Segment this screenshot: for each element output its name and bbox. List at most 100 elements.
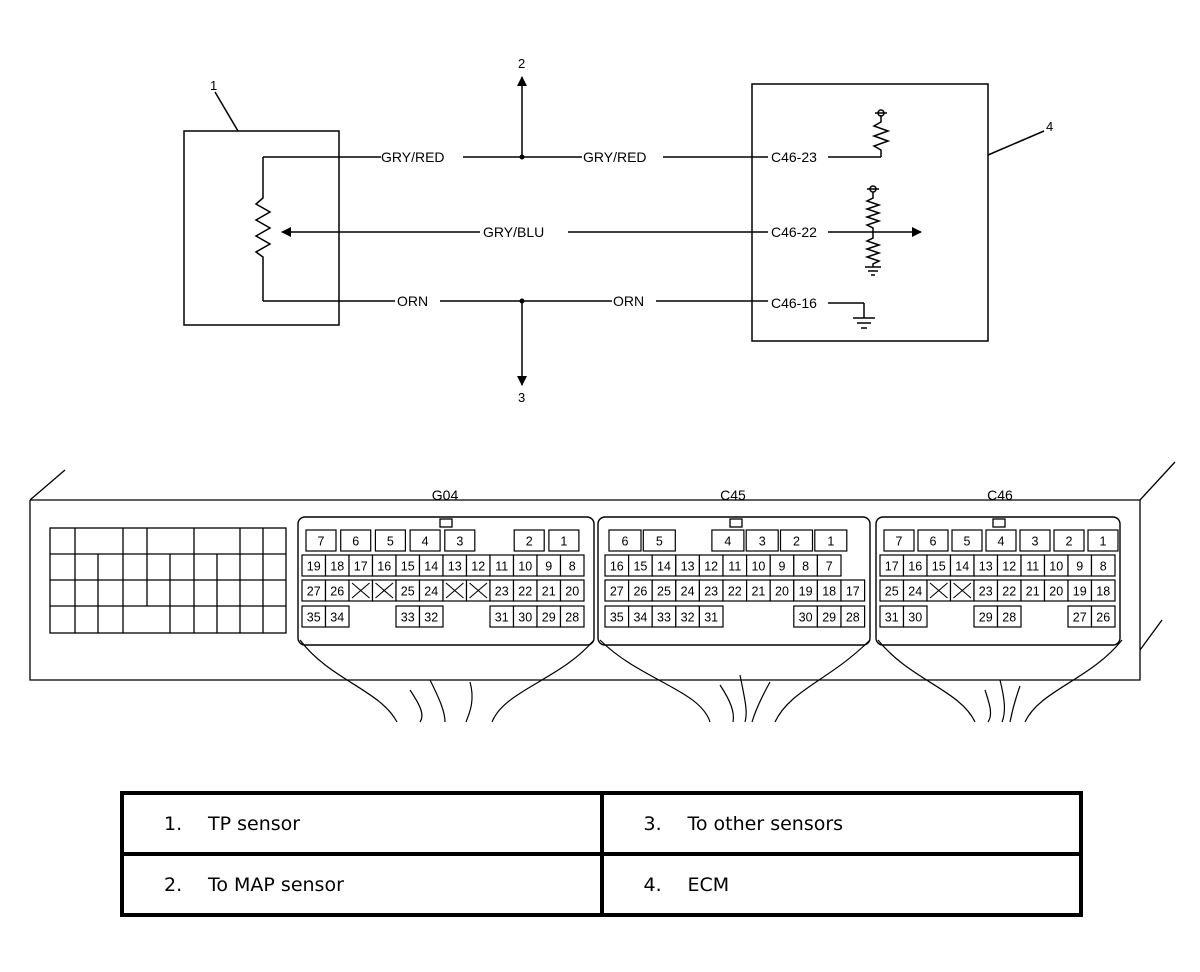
pin-number: 15 xyxy=(633,560,647,574)
ecm-pin-c46-23: C46-23 xyxy=(771,149,817,165)
pin-number: 10 xyxy=(751,560,765,574)
pin-number: 32 xyxy=(681,611,695,625)
pin-cell xyxy=(1019,529,1051,552)
pin-number: 5 xyxy=(964,535,971,549)
pin-number: 12 xyxy=(471,560,485,574)
pin-number: 1 xyxy=(560,535,567,549)
blank-pin-mark xyxy=(351,582,370,599)
pin-cell xyxy=(1090,554,1116,577)
pin-number: 28 xyxy=(846,611,860,625)
legend-item-2: 2.To MAP sensor xyxy=(120,852,604,917)
pin-number: 11 xyxy=(495,560,508,574)
legend-item-3: 3.To other sensors xyxy=(599,791,1083,856)
pin-number: 19 xyxy=(799,585,813,599)
pin-number: 20 xyxy=(565,585,579,599)
pin-number: 34 xyxy=(633,611,647,625)
pin-number: 3 xyxy=(759,535,766,549)
pin-cell xyxy=(1053,529,1085,552)
pin-number: 19 xyxy=(307,560,321,574)
pin-number: 23 xyxy=(704,585,718,599)
pin-number: 10 xyxy=(518,560,532,574)
pin-number: 7 xyxy=(318,535,325,549)
harness-wire xyxy=(491,639,595,723)
pin-number: 12 xyxy=(704,560,718,574)
pin-number: 26 xyxy=(330,585,344,599)
blank-pin-mark xyxy=(469,582,488,599)
pin-cell xyxy=(951,529,983,552)
pin-number: 2 xyxy=(526,535,533,549)
harness-wire xyxy=(739,674,747,723)
pin-cell xyxy=(642,529,676,552)
pin-number: 18 xyxy=(330,560,344,574)
pin-number: 15 xyxy=(401,560,415,574)
potentiometer-symbol xyxy=(254,157,272,301)
harness-wire xyxy=(1009,685,1021,723)
pin-number: 26 xyxy=(1096,611,1110,625)
pin-number: 6 xyxy=(930,535,937,549)
pin-cell xyxy=(779,529,814,552)
pin-number: 9 xyxy=(779,560,786,574)
harness-wire xyxy=(877,639,976,723)
pin-number: 17 xyxy=(885,560,899,574)
pin-number: 7 xyxy=(896,535,903,549)
harness-wire xyxy=(299,639,398,723)
pin-number: 30 xyxy=(908,611,922,625)
pin-number: 16 xyxy=(377,560,391,574)
harness-wire xyxy=(599,639,711,723)
connector-latch xyxy=(729,518,743,528)
pin-number: 22 xyxy=(518,585,532,599)
pin-number: 25 xyxy=(885,585,899,599)
pin-number: 15 xyxy=(932,560,946,574)
pin-cell xyxy=(814,529,848,552)
wire-label-orn-left: ORN xyxy=(397,293,428,309)
pin-cell xyxy=(1090,579,1116,602)
pin-cell xyxy=(418,605,444,628)
pin-number: 16 xyxy=(908,560,922,574)
pin-cell xyxy=(559,579,585,602)
pin-number: 3 xyxy=(1032,535,1039,549)
pin-cell xyxy=(608,529,642,552)
pin-cell xyxy=(409,529,441,552)
pin-number: 31 xyxy=(495,611,509,625)
wire-label-gry-red-left: GRY/RED xyxy=(381,149,445,165)
connector-shell xyxy=(875,516,1121,646)
pin-number: 25 xyxy=(657,585,671,599)
pin-cell xyxy=(559,554,585,577)
pullup-resistor-23 xyxy=(871,115,891,157)
pin-cell xyxy=(1087,529,1119,552)
callout-1: 1 xyxy=(210,78,217,93)
pin-number: 18 xyxy=(1096,585,1110,599)
pin-number: 5 xyxy=(656,535,663,549)
pin-number: 30 xyxy=(518,611,532,625)
pin-number: 28 xyxy=(565,611,579,625)
pin-number: 1 xyxy=(1100,535,1107,549)
pin-number: 6 xyxy=(352,535,359,549)
pin-number: 28 xyxy=(1002,611,1016,625)
harness-wire xyxy=(409,689,423,723)
legend-item-4: 4.ECM xyxy=(599,852,1083,917)
harness-wire xyxy=(774,639,871,723)
pin-cell xyxy=(985,529,1017,552)
pin-cell xyxy=(513,529,545,552)
pin-number: 3 xyxy=(456,535,463,549)
pin-number: 17 xyxy=(354,560,368,574)
wire-label-gry-blu: GRY/BLU xyxy=(483,224,544,240)
pin-number: 30 xyxy=(799,611,813,625)
blank-pin-mark xyxy=(953,582,972,599)
pin-number: 5 xyxy=(387,535,394,549)
blank-pin-mark xyxy=(375,582,394,599)
pin-number: 9 xyxy=(1076,560,1083,574)
harness-wire xyxy=(719,684,735,723)
pin-number: 23 xyxy=(495,585,509,599)
pin-cell xyxy=(902,605,928,628)
pin-number: 14 xyxy=(657,560,671,574)
pin-number: 22 xyxy=(728,585,742,599)
pin-number: 21 xyxy=(751,585,765,599)
wire-label-gry-red-right: GRY/RED xyxy=(583,149,647,165)
pin-cell xyxy=(340,529,372,552)
pin-number: 14 xyxy=(424,560,438,574)
pin-number: 33 xyxy=(657,611,671,625)
blank-pin-mark xyxy=(445,582,464,599)
harness-wire xyxy=(429,679,446,723)
pin-number: 13 xyxy=(448,560,462,574)
